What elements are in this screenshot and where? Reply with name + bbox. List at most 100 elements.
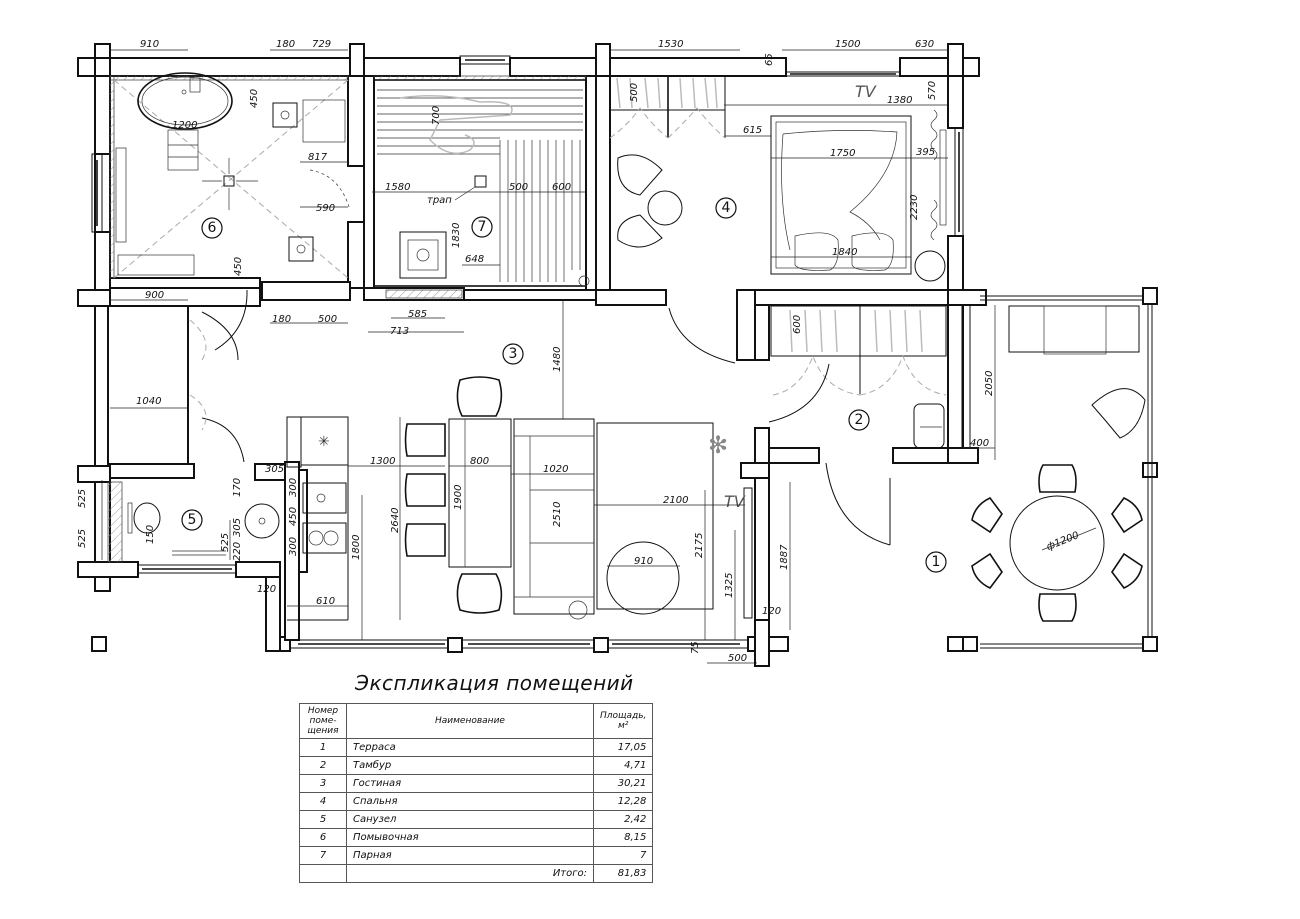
table-total-row: Итого: 81,83 <box>299 864 654 883</box>
rug <box>596 422 714 610</box>
table-row: 7 Парная 7 <box>299 846 654 865</box>
dimension-label: 1020 <box>543 464 568 475</box>
dimension-label: 800 <box>470 456 489 467</box>
dimension-label: 220 <box>232 542 243 561</box>
living-room: ✳ ✻ <box>189 289 736 621</box>
shower-icon <box>272 102 298 128</box>
dimension-label: 585 <box>408 309 427 320</box>
room-area: 4,71 <box>592 756 654 775</box>
room-name: Помывочная <box>346 828 594 847</box>
dimension-label: 2230 <box>909 195 920 220</box>
room-marker-3: 3 <box>502 343 524 365</box>
svg-text:✳: ✳ <box>318 434 330 450</box>
coffee-table-icon <box>606 541 680 615</box>
dimension-label: 450 <box>249 89 260 108</box>
table-row: 6 Помывочная 8,15 <box>299 828 654 847</box>
dimension-label: 525 <box>77 529 88 548</box>
room-number: 2 <box>299 756 347 775</box>
room-number: 7 <box>299 846 347 865</box>
drain-icon <box>223 175 235 187</box>
dimension-label: 450 <box>288 507 299 526</box>
steam-room <box>373 79 590 287</box>
table-diameter-label: ф1200 <box>1045 530 1081 553</box>
table-row: 2 Тамбур 4,71 <box>299 756 654 775</box>
svg-text:2: 2 <box>855 412 864 428</box>
table-row: 1 Терраса 17,05 <box>299 738 654 757</box>
dimension-label: 1500 <box>835 39 860 50</box>
terrace: ф1200 <box>961 304 1146 622</box>
dimension-label: 615 <box>743 125 762 136</box>
dimension-label: 1530 <box>658 39 683 50</box>
dining-table-icon <box>448 418 512 568</box>
table-row: 3 Гостиная 30,21 <box>299 774 654 793</box>
dimension-label: 590 <box>316 203 335 214</box>
bathtub-icon <box>137 72 233 130</box>
dimension-label: 700 <box>431 106 442 125</box>
dimension-label: 305 <box>232 518 243 537</box>
armchair-icon <box>1091 388 1146 439</box>
room-name: Спальня <box>346 792 594 811</box>
room-area: 8,15 <box>592 828 654 847</box>
svg-text:3: 3 <box>509 346 518 362</box>
total-value: 81,83 <box>592 864 654 883</box>
dimension-label: 305 <box>265 464 284 475</box>
svg-text:1: 1 <box>932 554 941 570</box>
dimension-label: 910 <box>140 39 159 50</box>
windows <box>91 55 964 653</box>
bathroom <box>127 502 280 556</box>
dimension-label: 1580 <box>385 182 410 193</box>
dimension-label: 500 <box>318 314 337 325</box>
dimension-label: 1887 <box>779 544 790 570</box>
exterior-walls <box>77 43 1158 667</box>
coffee-table-icon <box>647 190 683 226</box>
dimension-label: 2175 <box>694 533 705 558</box>
room-marker-2: 2 <box>848 409 870 431</box>
outdoor-sofa-icon <box>1008 305 1140 353</box>
dimension-label: 500 <box>629 83 640 102</box>
dimension-label: 120 <box>257 584 276 595</box>
dimension-label: 610 <box>316 596 335 607</box>
dimension-label: 900 <box>145 290 164 301</box>
ladder-icon <box>167 129 199 171</box>
dimension-label: 120 <box>762 606 781 617</box>
dimension-label: 300 <box>288 478 299 497</box>
armchair-icon <box>617 154 663 248</box>
dimension-label: 910 <box>634 556 653 567</box>
room-number: 3 <box>299 774 347 793</box>
room-marker-1: 1 <box>925 551 947 573</box>
dimension-label: 180 <box>272 314 291 325</box>
dimension-label: 2050 <box>984 371 995 396</box>
dimension-label: 65 <box>764 53 775 66</box>
header-name: Наименование <box>346 703 594 739</box>
room-area: 17,05 <box>592 738 654 757</box>
room-area: 12,28 <box>592 792 654 811</box>
shower-icon <box>288 236 314 262</box>
dimension-label: 170 <box>232 478 243 497</box>
dimension-label: 300 <box>288 537 299 556</box>
dimension-label: 400 <box>970 438 989 449</box>
tv-label-bedroom: TV <box>855 82 877 101</box>
dimension-label: 630 <box>915 39 934 50</box>
dimension-label: 1380 <box>887 95 912 106</box>
dimension-label: 75 <box>690 641 701 654</box>
room-area: 2,42 <box>592 810 654 829</box>
room-marker-7: 7 <box>471 216 493 238</box>
wardrobe-icon <box>770 305 947 357</box>
bed-icon <box>770 115 912 275</box>
explication-title: Экспликация помещений <box>355 671 634 695</box>
chair-icon <box>971 464 1143 622</box>
room-marker-5: 5 <box>181 509 203 531</box>
dimension-label: 525 <box>77 489 88 508</box>
dimension-label: 600 <box>552 182 571 193</box>
dimension-label: 1480 <box>552 347 563 372</box>
dimension-label: 1840 <box>832 247 857 258</box>
person-outline <box>399 95 513 155</box>
room-name: Парная <box>346 846 594 865</box>
dimension-label: 1200 <box>172 120 197 131</box>
table-row: 5 Санузел 2,42 <box>299 810 654 829</box>
room-marker-6: 6 <box>201 217 223 239</box>
dimension-label: 1300 <box>370 456 395 467</box>
svg-text:7: 7 <box>478 219 487 235</box>
room-name: Гостиная <box>346 774 594 793</box>
dimension-label: 500 <box>728 653 747 664</box>
